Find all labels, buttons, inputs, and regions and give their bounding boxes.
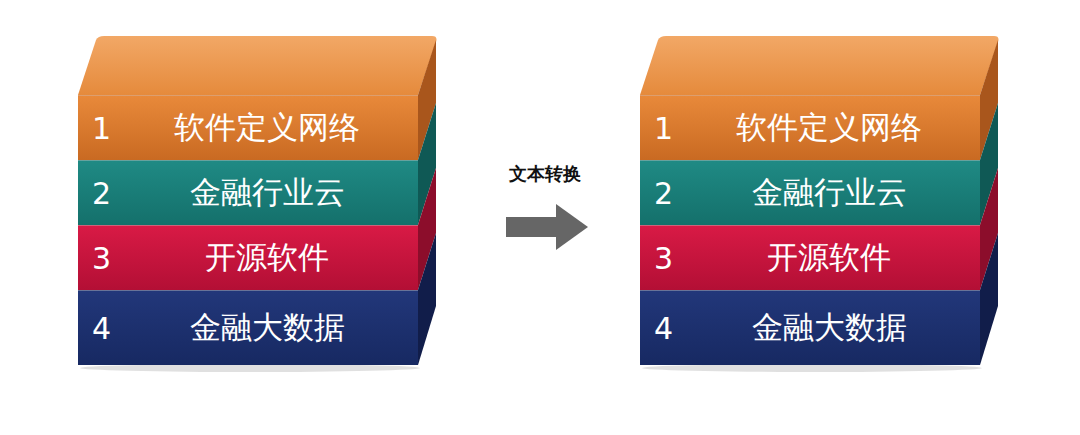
stack-band: 1软件定义网络: [640, 95, 980, 160]
stack-band: 3开源软件: [640, 225, 980, 290]
band-label: 金融行业云: [136, 173, 418, 214]
band-number: 2: [78, 176, 136, 211]
band-label: 软件定义网络: [136, 108, 418, 149]
stack-band: 2金融行业云: [640, 160, 980, 225]
transform-arrow: [506, 204, 588, 250]
band-number: 1: [78, 111, 136, 146]
band-label: 软件定义网络: [698, 108, 980, 149]
left-stack-faces: [78, 36, 437, 372]
band-number: 2: [640, 176, 698, 211]
band-label: 金融大数据: [136, 308, 418, 349]
band-number: 3: [78, 241, 136, 276]
band-label: 金融行业云: [698, 173, 980, 214]
band-number: 3: [640, 241, 698, 276]
band-number: 4: [78, 311, 136, 346]
stack-band: 3开源软件: [78, 225, 418, 290]
right-stack-faces: [640, 36, 999, 372]
stack-band: 4金融大数据: [78, 290, 418, 365]
band-label: 开源软件: [698, 238, 980, 279]
band-label: 开源软件: [136, 238, 418, 279]
band-number: 1: [640, 111, 698, 146]
stack-band: 2金融行业云: [78, 160, 418, 225]
band-number: 4: [640, 311, 698, 346]
band-label: 金融大数据: [698, 308, 980, 349]
stack-band: 4金融大数据: [640, 290, 980, 365]
stack-band: 1软件定义网络: [78, 95, 418, 160]
arrow-label: 文本转换: [497, 162, 593, 186]
